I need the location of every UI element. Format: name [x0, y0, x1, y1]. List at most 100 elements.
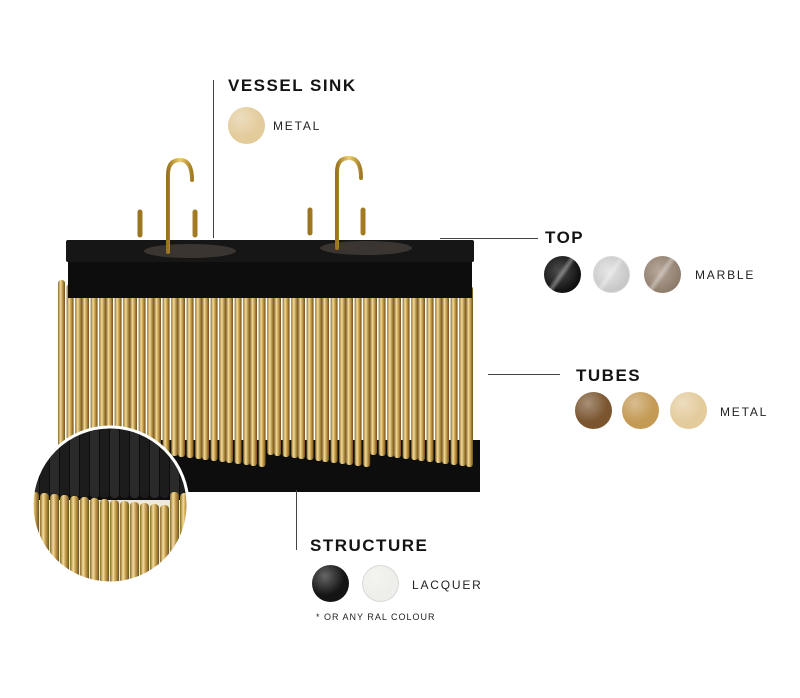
tubes-title: TUBES	[576, 366, 642, 385]
brass-tube	[202, 286, 209, 460]
brass-tube	[82, 281, 89, 458]
countertop	[66, 240, 474, 262]
tubes-swatch-dark-bronze[interactable]	[575, 392, 612, 429]
zoom-black-tube	[130, 428, 139, 498]
brass-tube	[459, 282, 467, 466]
brass-tube	[394, 283, 401, 458]
brass-tube	[306, 283, 314, 460]
zoom-black-tube	[60, 428, 69, 498]
zoom-black-tube	[100, 428, 109, 498]
zoom-brass-tube	[130, 502, 139, 583]
zoom-brass-tube	[110, 500, 119, 583]
brass-tube	[346, 281, 353, 465]
zoom-brass-tube	[50, 494, 59, 583]
brass-tube	[250, 288, 257, 466]
brass-tube	[387, 290, 395, 457]
brass-tube	[330, 284, 338, 463]
brass-tube	[426, 288, 434, 462]
top-connector	[440, 238, 538, 239]
brass-tube	[339, 288, 347, 464]
brass-tube	[354, 285, 362, 466]
brass-tube	[466, 286, 473, 467]
zoom-brass-tube	[100, 499, 109, 583]
brass-tube	[154, 284, 161, 467]
brass-tube	[114, 286, 122, 462]
zoom-brass-tube	[80, 497, 89, 583]
zoom-brass-tube	[90, 498, 99, 583]
vessel-sink-connector	[213, 80, 214, 238]
brass-tube	[363, 289, 371, 467]
structure-material-label: LACQUER	[412, 578, 483, 592]
zoom-brass-tube	[70, 496, 79, 583]
top-swatch-white-marble[interactable]	[593, 256, 630, 293]
brass-tube	[226, 287, 233, 463]
brass-tube	[138, 287, 146, 465]
zoom-black-tube	[110, 428, 119, 498]
faucet-left	[133, 157, 202, 254]
top-title: TOP	[545, 228, 585, 247]
brass-tube	[130, 283, 137, 464]
brass-tube	[186, 289, 194, 458]
top-material-label: MARBLE	[695, 268, 756, 282]
brass-tube	[267, 285, 275, 455]
brass-tube	[258, 281, 266, 467]
brass-tube	[411, 280, 419, 460]
brass-tube	[90, 285, 98, 459]
structure-swatch-black-lacquer[interactable]	[312, 565, 349, 602]
brass-tube	[75, 288, 83, 457]
vessel-sink-swatch-metal[interactable]	[228, 107, 265, 144]
brass-tube	[99, 289, 107, 460]
brass-tube	[162, 288, 170, 455]
structure-swatch-white-lacquer[interactable]	[362, 565, 399, 602]
vessel-sink-material-label: METAL	[273, 119, 322, 133]
faucet-right	[303, 155, 370, 250]
brass-tube	[219, 283, 227, 462]
brass-tube	[106, 282, 113, 461]
brass-tube	[442, 285, 449, 464]
brass-tube	[450, 289, 458, 465]
zoom-black-tube	[90, 428, 99, 498]
brass-tube	[234, 280, 242, 464]
zoom-brass-tube	[140, 503, 149, 583]
brass-tube	[298, 290, 305, 459]
cabinet-top-frame	[68, 258, 472, 298]
brass-tube	[435, 281, 443, 463]
brass-tube	[123, 290, 131, 463]
zoom-black-tube	[140, 428, 149, 498]
top-swatch-onyx-marble[interactable]	[644, 256, 681, 293]
zoom-black-tube	[50, 428, 59, 498]
zoom-brass-tube	[160, 505, 169, 583]
vessel-sink-title: VESSEL SINK	[228, 76, 357, 95]
zoom-black-tube	[70, 428, 79, 498]
brass-tube	[274, 289, 281, 456]
zoom-brass-tube	[150, 504, 159, 583]
product-image	[0, 140, 500, 600]
top-swatch-black-marble[interactable]	[544, 256, 581, 293]
brass-tube	[418, 284, 425, 461]
tube-array	[58, 280, 473, 467]
zoom-black-tube	[150, 428, 159, 498]
brass-tube	[315, 287, 323, 461]
brass-tube	[195, 282, 203, 459]
tubes-connector	[488, 374, 560, 375]
brass-tube	[171, 281, 179, 456]
brass-tube	[378, 286, 386, 456]
zoom-black-tube	[80, 428, 89, 498]
brass-tube	[243, 284, 251, 465]
basin-right	[320, 241, 412, 255]
tubes-material-label: METAL	[720, 405, 769, 419]
basin-left	[144, 244, 236, 258]
brass-tube	[402, 287, 410, 459]
tubes-swatch-gold[interactable]	[622, 392, 659, 429]
brass-tube	[147, 280, 155, 466]
structure-connector	[296, 490, 297, 550]
brass-tube	[178, 285, 185, 457]
structure-title: STRUCTURE	[310, 536, 429, 555]
brass-tube	[282, 282, 290, 457]
brass-tube	[66, 284, 74, 456]
zoom-brass-tube	[60, 495, 69, 583]
tubes-swatch-light-gold[interactable]	[670, 392, 707, 429]
brass-tube	[370, 282, 377, 455]
structure-ral-note: * OR ANY RAL COLOUR	[316, 612, 436, 622]
zoom-black-tube	[120, 428, 129, 498]
